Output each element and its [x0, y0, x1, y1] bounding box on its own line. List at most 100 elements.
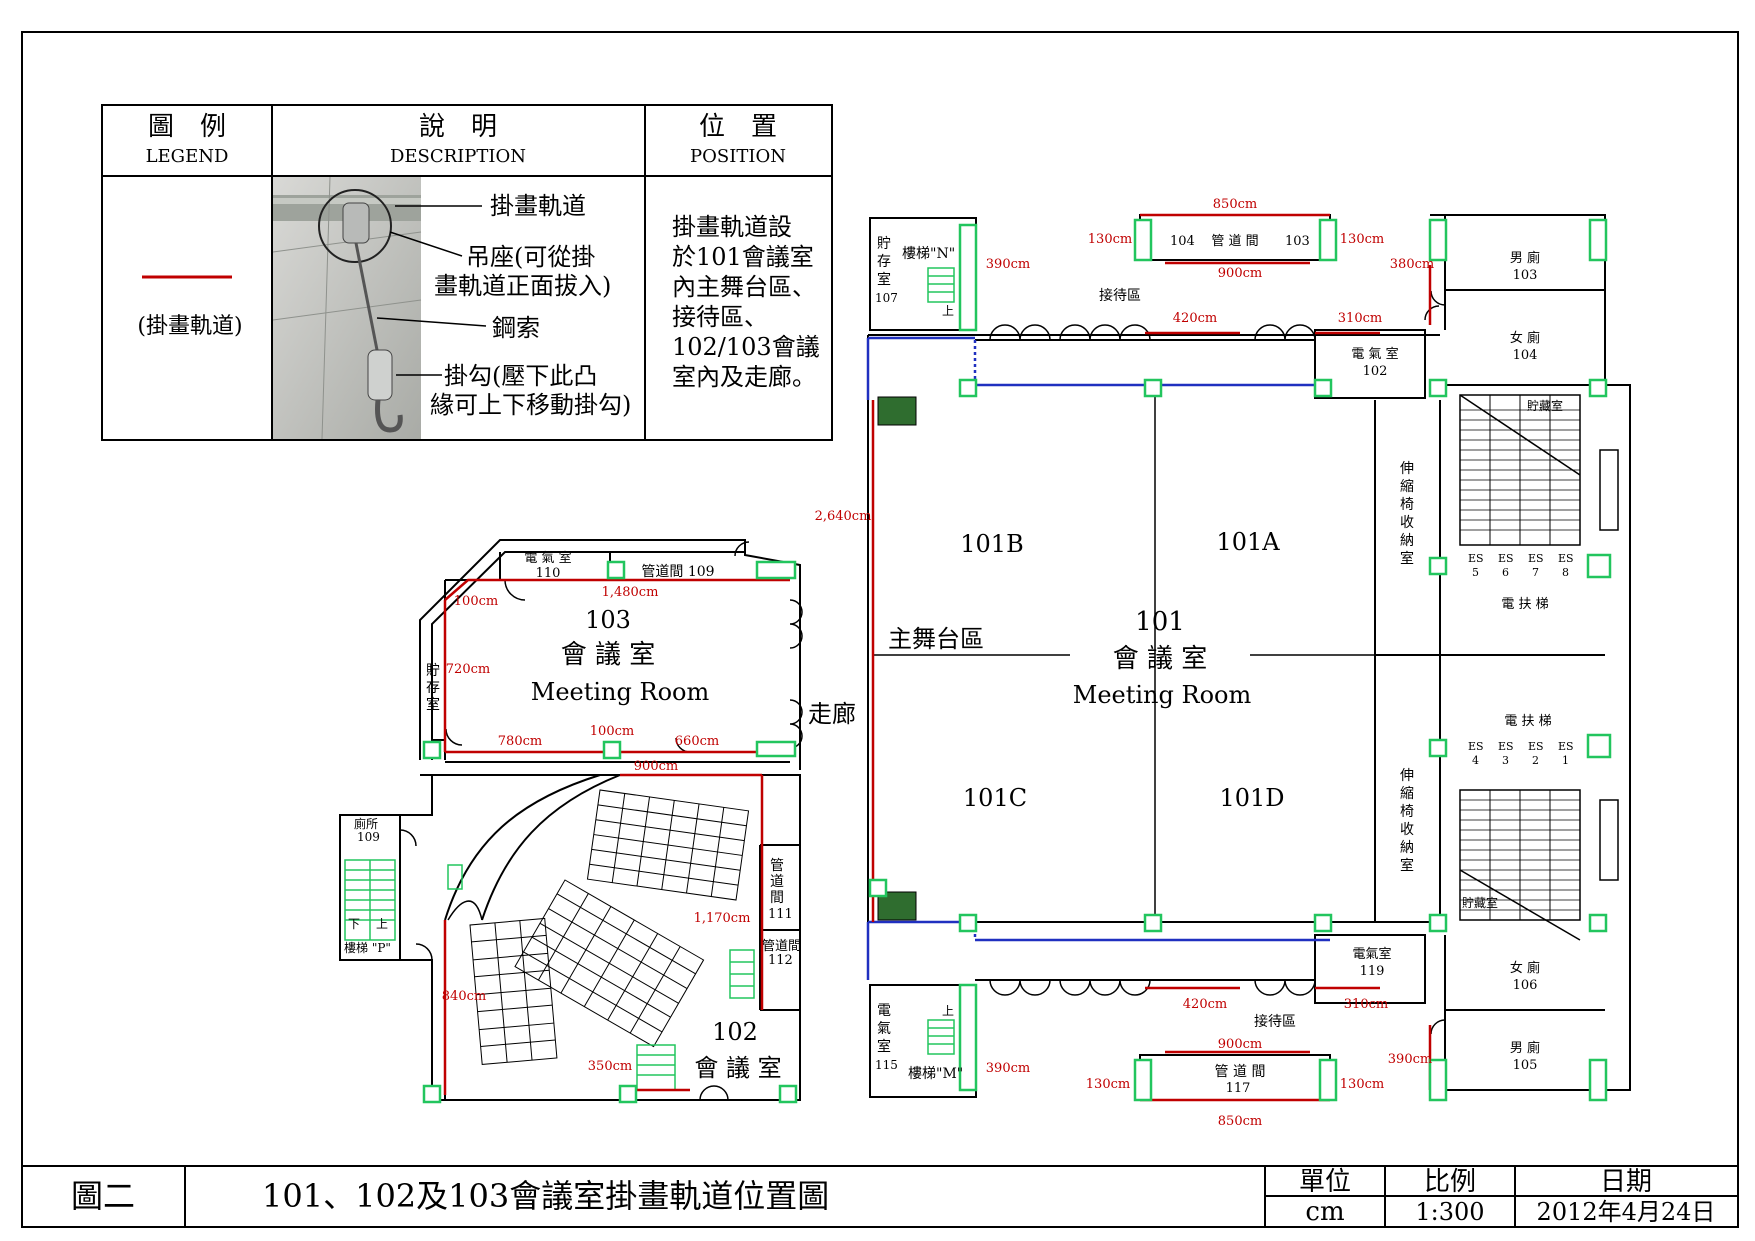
section-101c: 101C	[963, 784, 1027, 812]
dim-102-bottom: 350cm	[588, 1059, 632, 1074]
structural-columns	[422, 218, 1612, 1104]
track-photo	[272, 176, 422, 440]
storage-top: 貯藏室	[1527, 398, 1563, 413]
storage-107-number: 107	[875, 291, 898, 305]
stage-grills	[877, 396, 917, 921]
main-stage-label: 主舞台區	[888, 625, 984, 653]
position-line-6: 室內及走廊。	[672, 363, 816, 391]
unit-label: 單位	[1299, 1167, 1351, 1197]
dim-101-bottom-130-right: 130cm	[1340, 1077, 1384, 1092]
dim-101-bottom-310: 310cm	[1344, 997, 1388, 1012]
dim-101-top-310: 310cm	[1338, 311, 1382, 326]
dim-102-top: 900cm	[634, 759, 678, 774]
elec-102-label: 電 氣 室	[1351, 346, 1398, 362]
es-1-number: 1	[1562, 754, 1569, 767]
room-110-label: 電 氣 室	[524, 550, 571, 566]
room-101-number: 101	[1135, 607, 1185, 637]
position-line-5: 102/103會議	[672, 333, 820, 361]
men-105-number: 105	[1513, 1058, 1538, 1073]
chair-bottom-char-3: 椅	[1400, 804, 1414, 820]
pipe-117-number: 117	[1226, 1081, 1251, 1096]
legend-header-cn: 圖 例	[148, 112, 226, 142]
dim-101-bottom-420: 420cm	[1183, 997, 1227, 1012]
description-header-cn: 說 明	[419, 112, 497, 142]
pipe-117-label: 管 道 間	[1215, 1064, 1266, 1080]
stair-n-label: 樓梯"N"	[902, 246, 955, 262]
elec-115-char-1: 電	[877, 1003, 891, 1019]
room-102-name-cn: 會 議 室	[694, 1054, 781, 1082]
es-7-label: ES	[1528, 552, 1544, 565]
chair-bottom-char-5: 納	[1400, 840, 1414, 856]
wc-109-label: 廁所	[354, 816, 378, 831]
dim-101-bottom-900: 900cm	[1218, 1037, 1262, 1052]
room-103-number: 103	[585, 606, 631, 634]
elec-115-number: 115	[875, 1058, 898, 1072]
pipe-103: 103	[1285, 234, 1310, 249]
dim-101-bottom-130-left: 130cm	[1086, 1077, 1130, 1092]
legend-header-en: LEGEND	[146, 146, 229, 167]
date-label: 日期	[1600, 1167, 1652, 1197]
room-103-labels: 103 會 議 室 Meeting Room 電 氣 室 110 管道間 109…	[426, 550, 856, 749]
chair-bottom-char-6: 室	[1400, 857, 1414, 874]
es-1-label: ES	[1558, 740, 1574, 753]
section-101a: 101A	[1216, 528, 1280, 556]
position-line-4: 接待區、	[672, 303, 768, 331]
chair-bottom-char-4: 收	[1400, 822, 1414, 838]
corridor-label: 走廊	[808, 700, 856, 728]
es-5-number: 5	[1472, 566, 1479, 579]
unit-value: cm	[1305, 1197, 1344, 1227]
scale-value: 1:300	[1415, 1198, 1484, 1226]
escalator-bottom-label: 電 扶 梯	[1504, 714, 1551, 729]
room-102-seating	[469, 789, 750, 1066]
dim-103-left: 720cm	[446, 662, 490, 677]
position-line-3: 內主舞台區、	[672, 273, 816, 301]
storage-107-char-2: 存	[877, 254, 891, 270]
room-102-labels: 102 會 議 室 900cm 1,170cm 840cm 350cm 廁所 1…	[344, 759, 801, 1082]
drawing-title: 101、102及103會議室掛畫軌道位置圖	[262, 1177, 829, 1215]
chair-top-char-1: 伸	[1400, 461, 1414, 477]
women-104-number: 104	[1513, 348, 1538, 363]
chair-bottom-char-2: 縮	[1400, 786, 1414, 802]
dim-103-bottom-2: 100cm	[590, 724, 634, 739]
es-3-number: 3	[1502, 754, 1509, 767]
es-4-label: ES	[1468, 740, 1484, 753]
room-101-name-en: Meeting Room	[1073, 681, 1252, 709]
stair-p-up: 上	[376, 917, 388, 931]
dim-103-top: 1,480cm	[602, 585, 659, 600]
storage-103-char-3: 室	[426, 696, 440, 713]
dim-101-top-420: 420cm	[1173, 311, 1217, 326]
dim-101-top-900: 900cm	[1218, 266, 1262, 281]
date-value: 2012年4月24日	[1537, 1198, 1716, 1226]
position-header-cn: 位 置	[699, 112, 777, 142]
sheet-border	[21, 31, 1739, 1228]
room-101-labels: 101 會 議 室 Meeting Room 101A 101B 101C 10…	[815, 197, 1574, 1129]
men-105-label: 男 廁	[1510, 1040, 1540, 1056]
es-5-label: ES	[1468, 552, 1484, 565]
reception-bottom: 接待區	[1254, 1013, 1296, 1030]
pipe-109-label: 管道間 109	[641, 564, 714, 580]
photo-label-cable: 鋼索	[492, 314, 540, 342]
storage-107-char-3: 室	[877, 271, 891, 288]
men-103-label: 男 廁	[1510, 250, 1540, 266]
elec-102-number: 102	[1363, 364, 1388, 379]
dim-101-top-130-left: 130cm	[1088, 232, 1132, 247]
chair-top-char-4: 收	[1400, 515, 1414, 531]
title-block: 圖二 101、102及103會議室掛畫軌道位置圖 單位 cm 比例 1:300 …	[22, 1165, 1738, 1227]
description-header-en: DESCRIPTION	[390, 146, 526, 167]
storage-bottom: 貯藏室	[1462, 895, 1498, 910]
es-2-number: 2	[1532, 754, 1539, 767]
chair-top-char-5: 納	[1400, 533, 1414, 549]
dim-103-bottom-1: 780cm	[498, 734, 542, 749]
photo-label-hook-2: 緣可上下移動掛勾)	[430, 391, 631, 419]
photo-label-hook-1: 掛勾(壓下此凸	[444, 362, 597, 390]
pipe-top-label: 管 道 間	[1211, 234, 1258, 249]
stair-n-up: 上	[942, 304, 954, 318]
men-103-number: 103	[1513, 268, 1538, 283]
es-6-number: 6	[1502, 566, 1509, 579]
storage-107-char-1: 貯	[877, 236, 891, 252]
stair-p-label: 樓梯 "P"	[344, 940, 391, 955]
women-106-label: 女 廁	[1510, 960, 1540, 976]
elec-115-char-2: 氣	[877, 1021, 891, 1037]
storage-103-char-1: 貯	[426, 663, 440, 679]
dim-101-top-850: 850cm	[1213, 197, 1257, 212]
